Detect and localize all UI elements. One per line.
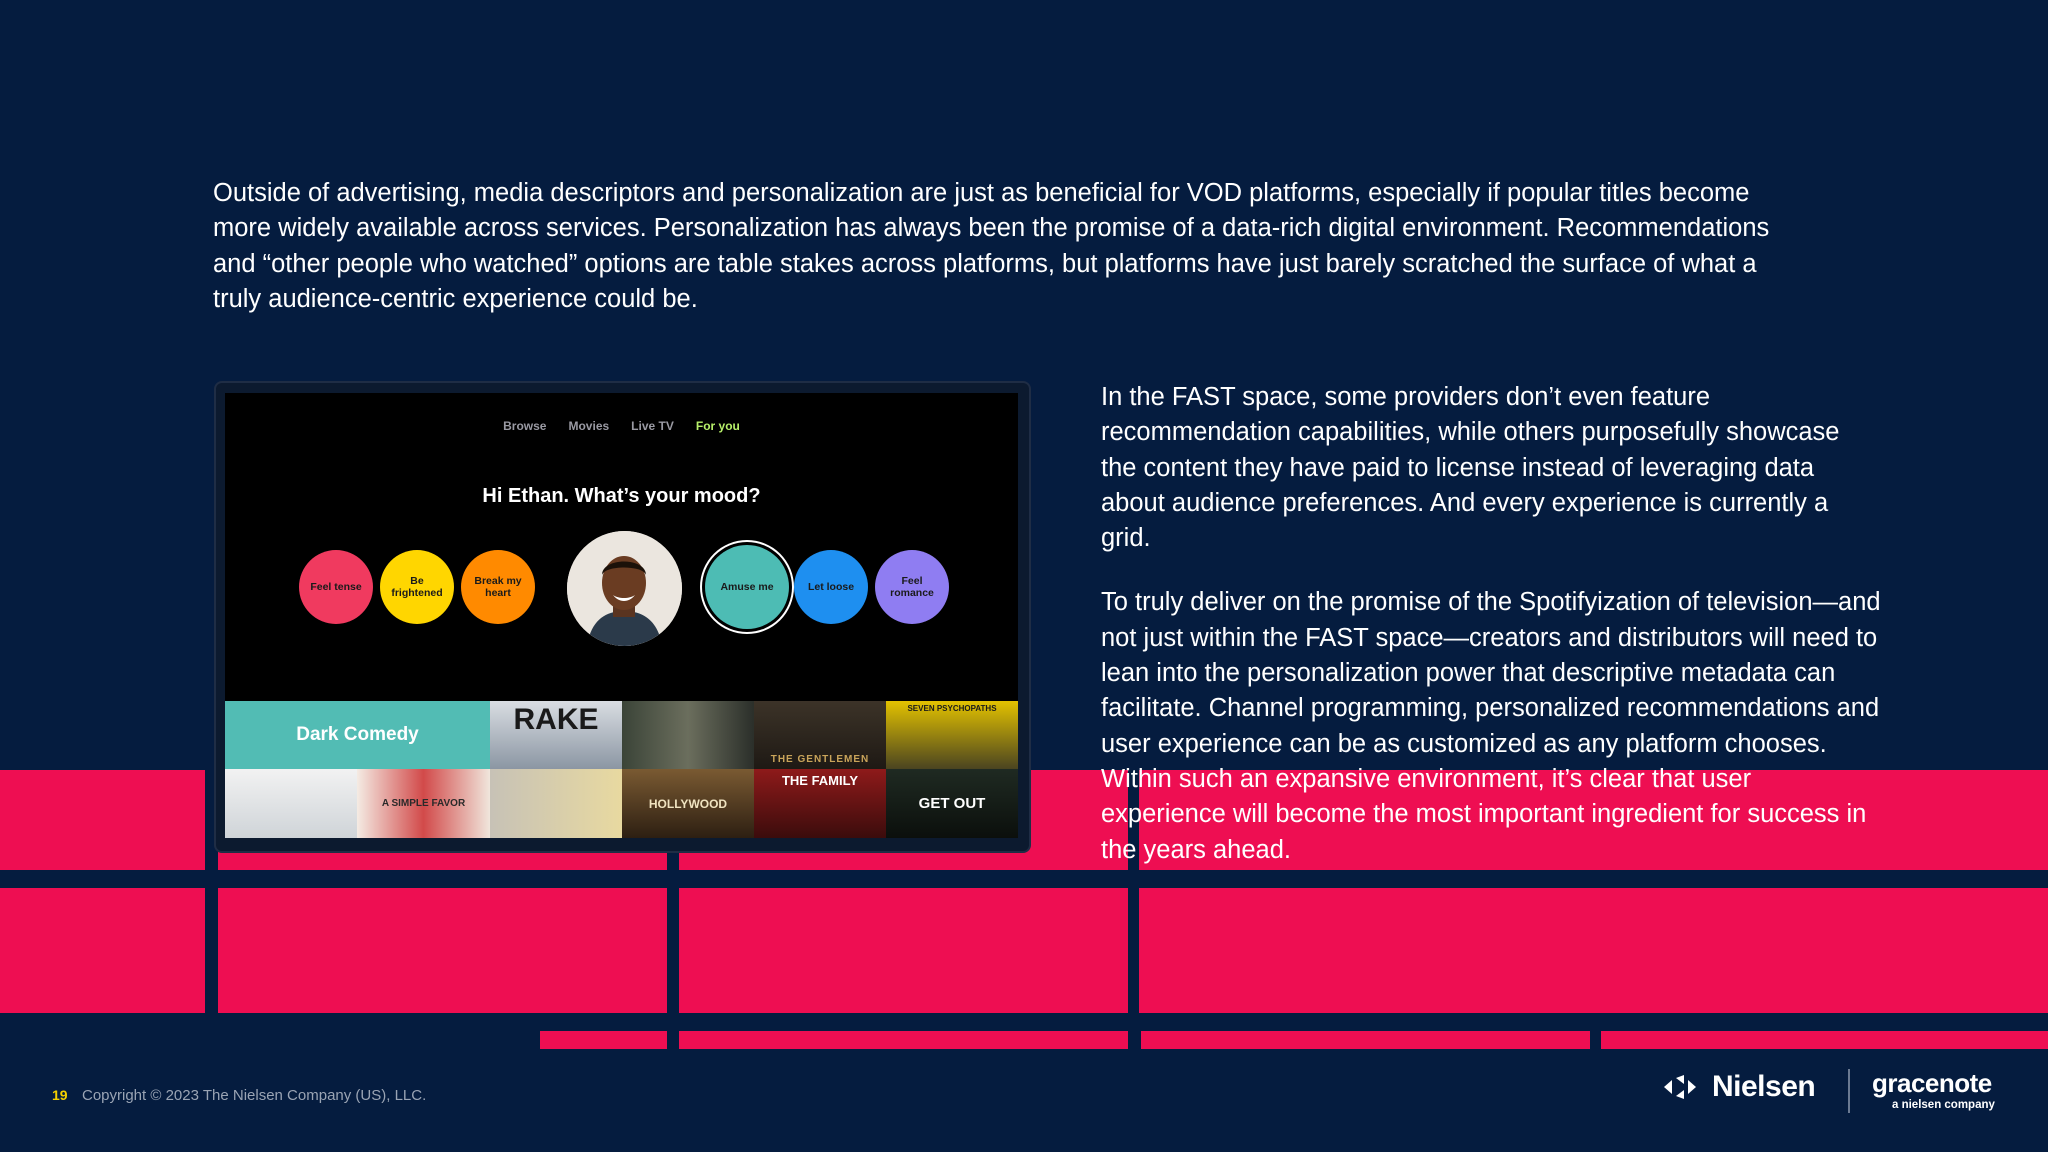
mood-amuse-me[interactable]: Amuse me [705, 545, 789, 629]
copyright-text: Copyright © 2023 The Nielsen Company (US… [82, 1087, 427, 1104]
gracenote-tagline: a nielsen company [1892, 1099, 1995, 1111]
mood-label: Feel tense [310, 581, 362, 593]
nav-for-you[interactable]: For you [695, 419, 740, 433]
poster-hollywood[interactable]: HOLLYWOOD [622, 769, 754, 838]
pink-block [1139, 770, 2048, 870]
poster-the-gentlemen[interactable]: THE GENTLEMEN [754, 701, 886, 769]
nav-live-tv[interactable]: Live TV [631, 419, 674, 433]
intro-paragraph: Outside of advertising, media descriptor… [213, 179, 1770, 313]
poster-seven-psychopaths[interactable]: SEVEN PSYCHOPATHS [886, 701, 1018, 769]
pink-strip [679, 1031, 1128, 1049]
pink-block [0, 888, 205, 1013]
pink-block [0, 770, 205, 870]
pink-strip [540, 1031, 667, 1049]
user-avatar [567, 531, 682, 646]
mood-label: Let loose [807, 581, 855, 593]
paragraph-spotifyization: To truly deliver on the promise of the S… [1101, 588, 1881, 864]
pink-block [679, 888, 1128, 1013]
poster-a-simple-favor[interactable]: A SIMPLE FAVOR [357, 769, 490, 838]
poster-get-out[interactable]: GET OUT [886, 769, 1018, 838]
poster-rake[interactable]: RAKE [490, 701, 622, 769]
poster-movie[interactable] [490, 769, 622, 838]
nav-browse[interactable]: Browse [503, 419, 547, 433]
category-label: Dark Comedy [296, 724, 419, 745]
pink-block [218, 888, 667, 1013]
pink-strip [1141, 1031, 1590, 1049]
category-banner[interactable]: Dark Comedy [225, 701, 490, 769]
mood-feel-tense[interactable]: Feel tense [299, 550, 373, 624]
gracenote-logo: gracenote [1872, 1068, 1992, 1098]
poster-the-family[interactable]: THE FAMILY [754, 769, 886, 838]
nielsen-wordmark: Nielsen [1712, 1070, 1816, 1103]
mood-let-loose[interactable]: Let loose [794, 550, 868, 624]
logo-divider [1848, 1069, 1850, 1113]
mood-label: Be frightened [391, 575, 443, 599]
mood-break-my-heart[interactable]: Break my heart [461, 550, 535, 624]
pink-strip [1601, 1031, 2048, 1049]
mockup-nav: Browse Movies Live TV For you [225, 419, 1018, 439]
mood-label: Break my heart [474, 575, 522, 599]
mood-label: Amuse me [720, 581, 774, 593]
mood-greeting: Hi Ethan. What’s your mood? [482, 485, 761, 507]
nielsen-mark-icon [1664, 1075, 1696, 1099]
paragraph-fast-space: In the FAST space, some providers don’t … [1101, 383, 1840, 553]
mood-label: Feel romance [890, 575, 934, 599]
poster-movie[interactable] [622, 701, 754, 769]
nielsen-logo: Nielsen [1664, 1067, 1816, 1107]
mood-feel-romance[interactable]: Feel romance [875, 550, 949, 624]
page-number: 19 [52, 1087, 68, 1103]
person-portrait-icon [567, 531, 682, 646]
ui-mockup-screen: Browse Movies Live TV For you Hi Ethan. … [225, 393, 1018, 838]
nav-movies[interactable]: Movies [568, 419, 610, 433]
poster-movie[interactable] [225, 769, 357, 838]
right-column-text: In the FAST space, some providers don’t … [1101, 380, 1881, 868]
mood-be-frightened[interactable]: Be frightened [380, 550, 454, 624]
pink-block [1139, 888, 2048, 1013]
